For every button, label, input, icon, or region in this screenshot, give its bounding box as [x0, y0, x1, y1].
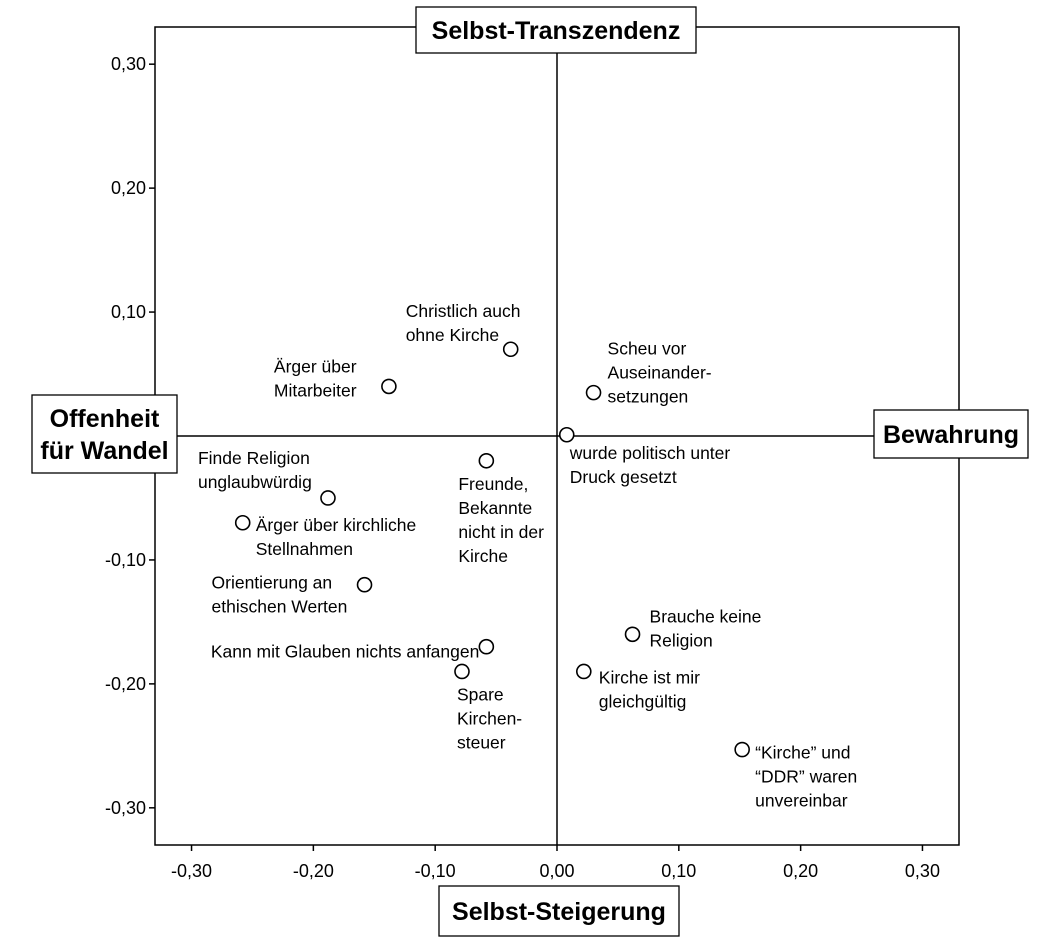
x-tick-label: 0,00 [539, 861, 574, 881]
top-dimension-label: Selbst-Transzendenz [432, 17, 681, 45]
right-dimension: Bewahrung [873, 409, 1029, 459]
point-label: Spare [457, 684, 504, 704]
point-label: Ärger über kirchliche [256, 515, 416, 535]
y-tick-label: 0,30 [111, 54, 146, 74]
data-point [558, 426, 575, 443]
left-dimension-label: Offenheit [50, 405, 160, 433]
bottom-dimension: Selbst-Steigerung [438, 885, 680, 937]
point-label: Kirche ist mir [599, 667, 700, 687]
x-tick-label: -0,30 [171, 861, 212, 881]
left-dimension-box [31, 394, 178, 474]
point-label: Orientierung an [212, 573, 333, 593]
data-point [234, 514, 251, 531]
point-label: unglaubwürdig [198, 472, 312, 492]
point-label: Kann mit Glauben nichts anfangen [211, 642, 480, 662]
point-label: Stellnahmen [256, 539, 353, 559]
y-tick-label: 0,20 [111, 178, 146, 198]
point-label: Religion [650, 630, 713, 650]
y-tick-label: 0,10 [111, 302, 146, 322]
point-label: Freunde, [458, 474, 528, 494]
point-label: Finde Religion [198, 448, 310, 468]
data-point [356, 576, 373, 593]
x-tick-label: -0,20 [293, 861, 334, 881]
top-dimension-box [415, 6, 697, 54]
data-point [320, 490, 336, 506]
data-point [624, 626, 641, 643]
bottom-dimension-label: Selbst-Steigerung [452, 898, 666, 926]
data-point [478, 452, 495, 469]
point-label: Auseinander- [608, 363, 712, 383]
x-tick-label: -0,10 [415, 861, 456, 881]
point-label: Mitarbeiter [274, 380, 357, 400]
x-tick-label: 0,10 [661, 861, 696, 881]
point-label: nicht in der [458, 522, 544, 542]
data-point [585, 384, 602, 401]
right-dimension-label: Bewahrung [883, 421, 1019, 449]
point-label: Brauche keine [650, 606, 762, 626]
point-label: “Kirche” und [755, 743, 850, 763]
point-label: steuer [457, 732, 506, 752]
right-dimension-box [873, 409, 1029, 459]
point-label: wurde politisch unter [569, 443, 731, 463]
data-point [502, 341, 519, 358]
point-label: ohne Kirche [406, 325, 499, 345]
point-label: “DDR” waren [755, 767, 857, 787]
y-tick-label: -0,30 [105, 798, 146, 818]
point-label: unvereinbar [755, 791, 848, 811]
data-point [478, 638, 495, 655]
x-tick-label: 0,30 [905, 861, 940, 881]
data-point [381, 378, 397, 395]
x-tick-label: 0,20 [783, 861, 818, 881]
point-label: Kirchen- [457, 708, 522, 728]
point-label: Ärger über [274, 356, 357, 376]
y-tick-label: -0,10 [105, 550, 146, 570]
point-label: Scheu vor [608, 339, 687, 359]
point-label: Christlich auch [406, 301, 521, 321]
point-label: Bekannte [458, 498, 532, 518]
point-label: Druck gesetzt [570, 467, 677, 487]
data-point [575, 663, 592, 680]
point-label: gleichgültig [599, 691, 687, 711]
left-dimension: Offenheit für Wandel [31, 394, 178, 474]
point-label: Kirche [458, 546, 508, 566]
left-dimension-label: für Wandel [40, 437, 168, 465]
data-point [734, 741, 750, 758]
data-point [454, 663, 470, 680]
top-dimension: Selbst-Transzendenz [415, 6, 697, 54]
bottom-dimension-box [438, 885, 680, 937]
point-label: ethischen Werten [212, 597, 348, 617]
point-label: setzungen [608, 387, 689, 407]
y-tick-label: -0,20 [105, 674, 146, 694]
